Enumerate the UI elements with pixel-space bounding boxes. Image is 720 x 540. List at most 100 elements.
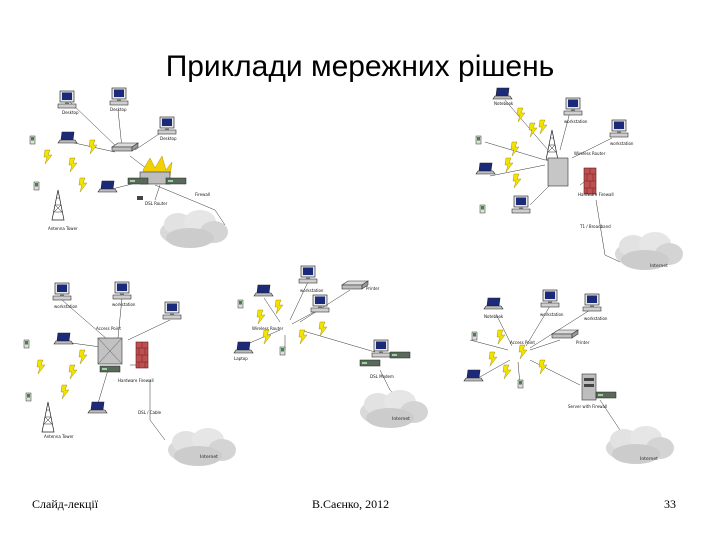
laptop-icon [492,87,513,100]
lightning-icon [538,119,548,135]
svg-text:Internet: Internet [200,454,218,460]
footer-author: В.Саєнко, 2012 [312,497,390,511]
lightning-icon [68,364,78,380]
cloud-icon [168,428,236,466]
pda-icon [479,204,486,214]
laptop-icon [463,369,484,382]
lightning-icon [256,309,266,325]
pda-icon [471,331,478,341]
footer-left: Слайд-лекції [32,497,99,511]
svg-text:Antenna Tower: Antenna Tower [48,226,78,231]
router-icon [341,280,369,290]
pda-icon [517,379,524,389]
svg-text:Internet: Internet [650,263,668,269]
pda-icon [237,299,244,309]
antenna-tower-icon [545,129,559,161]
pda-icon [33,181,40,191]
router-icon [111,142,139,152]
lightning-icon [78,177,88,193]
router-icon [99,365,121,373]
svg-text:Desktop: Desktop [160,136,177,141]
diagram-bottom-center: Wireless Router workstation Printer Lapt… [233,265,428,428]
slide-title: Приклади мережних рішень [165,50,555,83]
lightning-icon [36,359,46,375]
lightning-icon [502,364,512,380]
cloud-icon [360,390,428,428]
svg-text:Access Point: Access Point [510,340,535,345]
svg-text:DSL Modem: DSL Modem [370,374,394,379]
lightning-icon [88,139,98,155]
cloud-icon [615,232,683,270]
lightning-icon [512,173,522,189]
workstation-icon [112,281,132,300]
svg-text:Firewall: Firewall [195,192,210,197]
diagram-bottom-left: workstation workstation Access Point Har… [23,281,236,466]
svg-text:workstation: workstation [54,304,78,309]
firewall-icon [583,167,597,195]
svg-text:Wireless Router: Wireless Router [574,151,606,156]
lightning-icon [518,344,528,360]
svg-text:workstation: workstation [564,119,588,124]
svg-text:Wireless Router: Wireless Router [252,326,284,331]
laptop-icon [233,341,254,354]
laptop-icon [87,401,108,414]
svg-text:workstation: workstation [112,302,136,307]
workstation-icon [511,195,531,214]
svg-text:workstation: workstation [610,141,634,146]
diagram-bottom-right: Notebook workstation workstation Access … [463,289,674,464]
lightning-icon [496,329,506,345]
svg-text:workstation: workstation [584,316,608,321]
lightning-icon [43,149,53,165]
router-icon [595,391,617,399]
router-icon [359,359,381,367]
svg-text:DSL Router: DSL Router [145,201,168,206]
laptop-icon [475,162,496,175]
workstation-icon [563,97,583,116]
svg-text:Desktop: Desktop [110,107,127,112]
svg-text:Antenna Tower: Antenna Tower [44,434,74,439]
svg-text:T1 / Broadband: T1 / Broadband [579,224,611,229]
workstation-icon [162,301,182,320]
svg-text:Server with Firewall: Server with Firewall [568,404,607,409]
laptop-icon [97,180,118,193]
svg-text:Printer: Printer [576,340,590,345]
svg-text:DSL / Cable: DSL / Cable [138,410,162,415]
laptop-icon [253,284,274,297]
svg-text:workstation: workstation [300,288,324,293]
svg-text:Desktop: Desktop [62,110,79,115]
lightning-icon [510,141,520,157]
lightning-icon [488,351,498,367]
page-number: 33 [664,497,676,511]
workstation-icon [310,294,330,313]
svg-text:Hardware Firewall: Hardware Firewall [578,192,614,197]
lightning-icon [60,384,70,400]
pda-icon [475,135,482,145]
svg-text:Laptop: Laptop [234,356,248,361]
workstation-icon [298,265,318,284]
router-icon [127,177,149,185]
lightning-icon [274,299,284,315]
router-icon [551,329,579,339]
pda-icon [23,339,30,349]
workstation-icon [540,289,560,308]
workstation-icon [157,116,177,135]
lightning-icon [78,349,88,365]
laptop-icon [53,332,74,345]
diagram-top-left: Desktop Desktop Desktop Antenna Tower Fi… [29,87,228,248]
workstation-icon [371,339,391,358]
lightning-icon [528,122,538,138]
svg-text:Internet: Internet [392,416,410,422]
svg-text:Access Point: Access Point [96,326,121,331]
workstation-icon [109,87,129,106]
lightning-icon [538,359,548,375]
firewall-icon [135,341,149,369]
lightning-icon [68,157,78,173]
svg-text:Printer: Printer [366,286,380,291]
laptop-icon [483,297,504,310]
pda-icon [25,392,32,402]
lightning-icon [262,329,272,345]
antenna-tower-icon [41,401,55,433]
lightning-icon [504,157,514,173]
svg-text:Internet: Internet [640,456,658,462]
